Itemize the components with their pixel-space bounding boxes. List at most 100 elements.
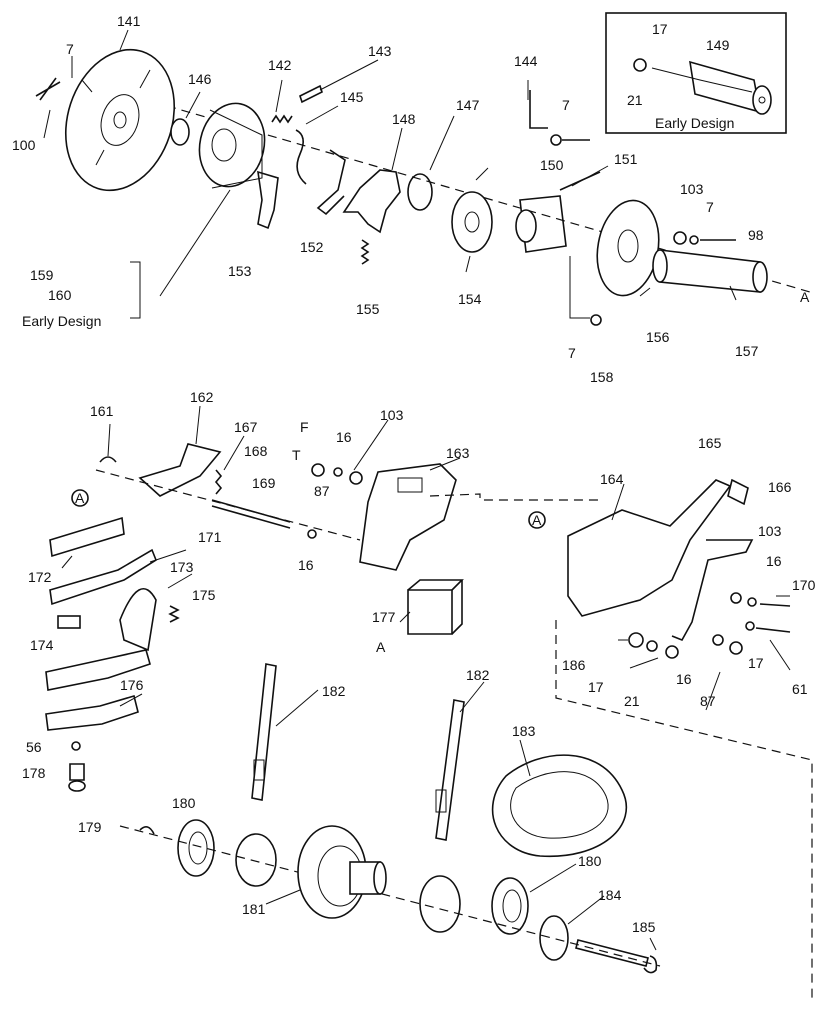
callout-184: 184: [598, 887, 622, 903]
callout-153: 153: [228, 263, 252, 279]
callout-150: 150: [540, 157, 564, 173]
callout-147: 147: [456, 97, 480, 113]
lower-leaders: [61, 405, 791, 951]
callout-17b: 17: [748, 655, 764, 671]
part-165-pin: [727, 478, 749, 506]
callout-143: 143: [368, 43, 392, 59]
callout-174: 174: [30, 637, 54, 653]
part-174-block: [57, 615, 81, 629]
part-100-screw: [35, 77, 61, 101]
callout-16d: 16: [676, 671, 692, 687]
part-156-disc: [596, 199, 660, 297]
part-144-bracket: [529, 90, 548, 129]
part-147-ring: [407, 173, 433, 211]
callout-179: 179: [78, 819, 102, 835]
callout-166: 166: [768, 479, 792, 495]
part-158-screw: [569, 256, 590, 319]
callout-170: 170: [792, 577, 816, 593]
callout-148: 148: [392, 111, 416, 127]
callout-144: 144: [514, 53, 538, 69]
part-176-plate: [45, 694, 139, 731]
callout-7b: 7: [562, 97, 570, 113]
part-142-spring: [271, 114, 293, 124]
callout-16b: 16: [298, 557, 314, 573]
callout-169: 169: [252, 475, 276, 491]
callout-171: 171: [198, 529, 222, 545]
callout-156: 156: [646, 329, 670, 345]
callout-168: 168: [244, 443, 268, 459]
callout-103c: 103: [758, 523, 782, 539]
inset-label-17: 17: [652, 21, 668, 37]
part-183-belt: [491, 754, 628, 858]
callout-7: 7: [66, 41, 74, 57]
callout-172: 172: [28, 569, 52, 585]
callout-185: 185: [632, 919, 656, 935]
part-145-clip: [295, 129, 307, 185]
inset-label-21: 21: [627, 92, 643, 108]
part-146-ring: [170, 118, 190, 146]
section-mark-f: F: [300, 419, 309, 435]
part-157-roller: [659, 249, 761, 293]
part-148-plate: [342, 169, 401, 234]
part-180-ring-right: [491, 877, 529, 935]
callout-145: 145: [340, 89, 364, 105]
callout-16: 16: [336, 429, 352, 445]
callout-182-right: 182: [466, 667, 490, 683]
callout-167: 167: [234, 419, 258, 435]
part-172-plate: [49, 516, 125, 558]
part-164-plate: [567, 479, 732, 617]
part-174-plate: [45, 649, 151, 691]
callout-151: 151: [614, 151, 638, 167]
part-175-spring: [168, 605, 180, 623]
callout-154: 154: [458, 291, 482, 307]
callout-163: 163: [446, 445, 470, 461]
section-mark-a-left-label: A: [75, 490, 85, 506]
callout-152: 152: [300, 239, 324, 255]
part-163-bracket: [359, 463, 457, 571]
callout-155: 155: [356, 301, 380, 317]
callout-17: 17: [588, 679, 604, 695]
part-154-hub: [451, 191, 493, 253]
early-design-caption: Early Design: [22, 313, 101, 329]
inset-label-149: 149: [706, 37, 730, 53]
part-180-ring-left: [177, 819, 215, 877]
inset-early-design: 17 149 21 Early Design: [605, 12, 787, 134]
part-173-bracket: [119, 588, 157, 652]
callout-100: 100: [12, 137, 36, 153]
callout-173: 173: [170, 559, 194, 575]
bottom-assembly: [119, 663, 661, 974]
callout-158: 158: [590, 369, 614, 385]
callout-159: 159: [30, 267, 54, 283]
section-mark-a-right-label: A: [532, 512, 542, 528]
callout-56: 56: [26, 739, 42, 755]
part-162-bracket: [138, 443, 222, 497]
callout-87b: 87: [700, 693, 716, 709]
part-166-lever: [671, 539, 754, 642]
middle-assembly: [71, 443, 813, 1000]
callout-180-left: 180: [172, 795, 196, 811]
part-152-bracket: [316, 149, 346, 216]
section-mark-a-bottom: A: [376, 639, 386, 655]
section-mark-t: T: [292, 447, 301, 463]
part-56: [71, 741, 81, 751]
part-171-plate: [49, 548, 157, 606]
callout-177: 177: [372, 609, 396, 625]
inset-early-design-caption: Early Design: [655, 115, 734, 131]
callout-16c: 16: [766, 553, 782, 569]
callout-165: 165: [698, 435, 722, 451]
part-182-link-right: [435, 699, 465, 841]
callout-61: 61: [792, 681, 808, 697]
part-178-screw: [69, 763, 85, 781]
top-assembly: [35, 48, 811, 326]
callout-103: 103: [680, 181, 704, 197]
callout-176: 176: [120, 677, 144, 693]
callout-186: 186: [562, 657, 586, 673]
part-179-clip: [139, 826, 155, 835]
section-mark-a-left: [71, 489, 89, 507]
part-155-spring: [360, 239, 370, 265]
part-182-link-left: [251, 663, 277, 801]
callout-labels: 141 7 146 142 143 145 100 148 147 144 7 …: [12, 13, 816, 935]
section-mark-a-right: [528, 511, 546, 529]
callout-157: 157: [735, 343, 759, 359]
